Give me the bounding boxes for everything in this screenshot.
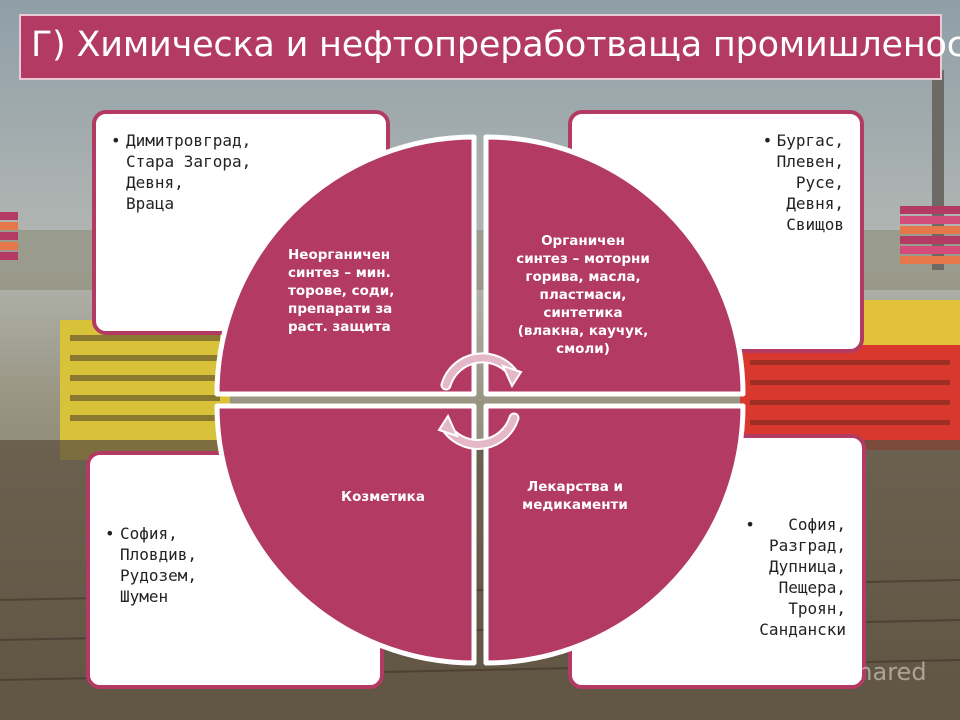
- cities-list-inorganic: Димитровград, Стара Загора, Девня, Враца: [111, 130, 386, 214]
- cycle-arrows-icon: [440, 352, 520, 450]
- quadrant-label-inorganic: Неорганичен синтез – мин. торове, соди, …: [288, 247, 395, 335]
- page-title: Г) Химическа и нефтопреработваща промишл…: [31, 25, 960, 65]
- quadrant-label-organic: Органичен синтез – моторни горива, масла…: [516, 233, 650, 357]
- cities-list-cosmetics: София, Пловдив, Рудозем, Шумен: [105, 523, 380, 607]
- watermark: ☣ MyShared: [778, 658, 927, 686]
- quadrant-organic: [483, 134, 746, 397]
- quadrant-cosmetics: [214, 403, 477, 666]
- cities-list-pharma: София, Разград, Дупница, Пещера, Троян, …: [745, 514, 846, 640]
- quadrant-inorganic: [214, 134, 477, 397]
- watermark-logo-icon: ☣: [778, 658, 808, 686]
- quadrant-label-cosmetics: Козметика: [341, 489, 425, 505]
- watermark-text: MyShared: [807, 658, 927, 686]
- cities-list-organic: Бургас, Плевен, Русе, Девня, Свищов: [762, 130, 844, 235]
- quadrant-pharma: [483, 403, 746, 666]
- quadrant-label-pharma: Лекарства и медикаменти: [522, 479, 628, 513]
- title-bar: Г) Химическа и нефтопреработваща промишл…: [19, 14, 960, 80]
